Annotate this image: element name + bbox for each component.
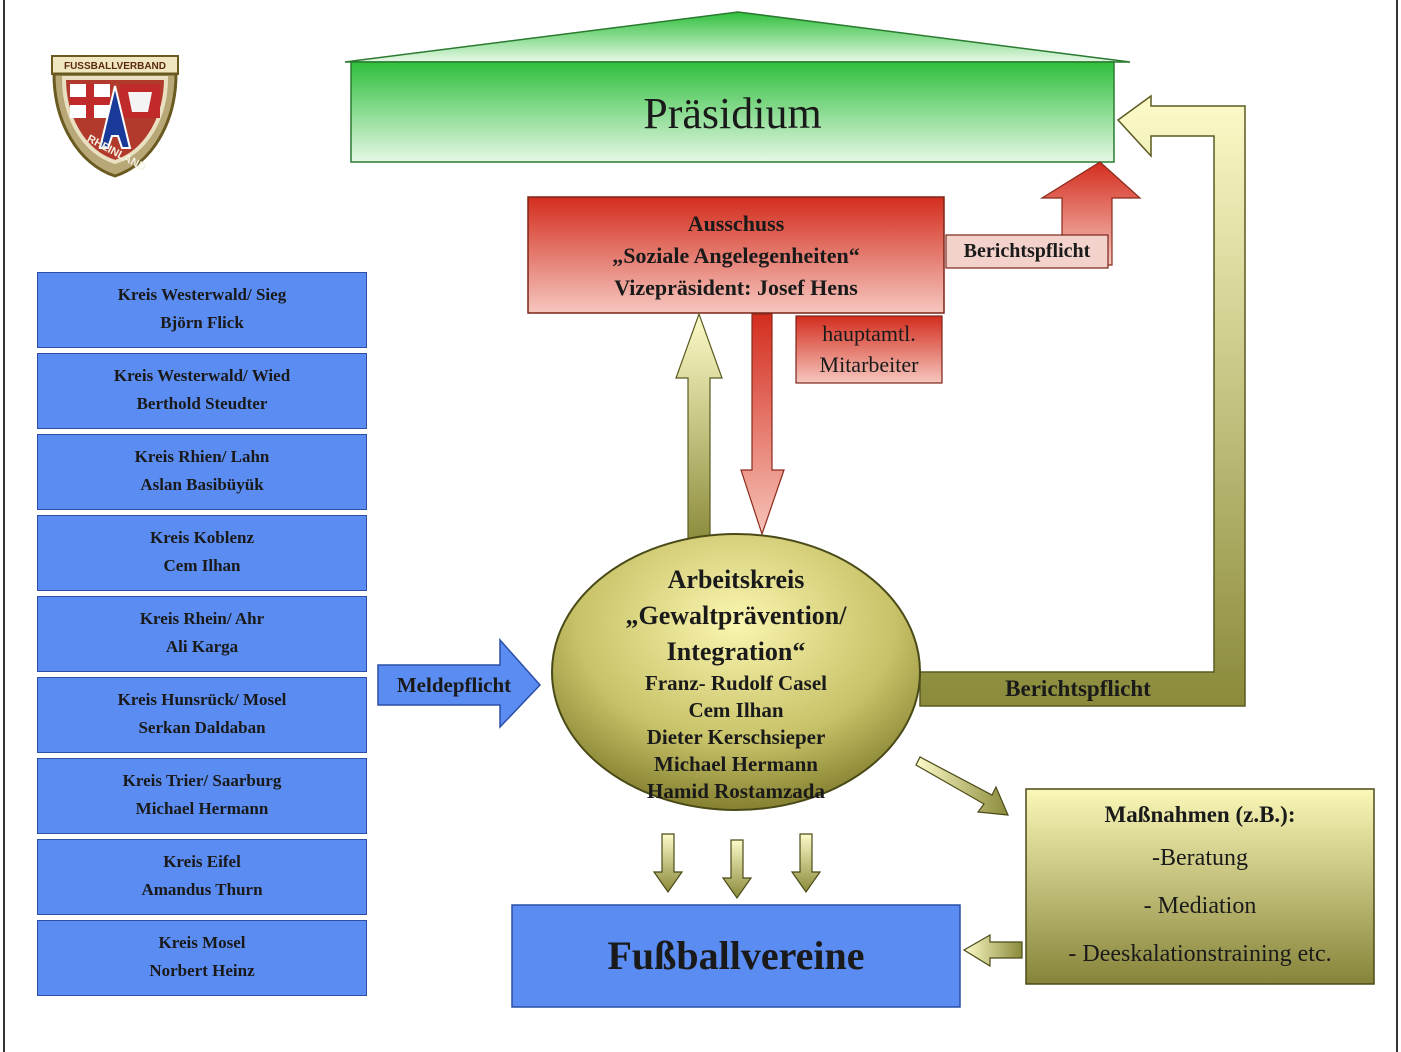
kreis-box: Kreis Trier/ Saarburg Michael Hermann bbox=[37, 758, 367, 834]
weisung-down-arrow bbox=[740, 313, 785, 536]
kreis-person: Michael Hermann bbox=[135, 799, 269, 818]
kreis-name: Kreis Rhein/ Ahr bbox=[139, 609, 265, 628]
hauptamtl-line1: hauptamtl. bbox=[822, 321, 916, 346]
kreis-name: Kreis Westerwald/ Wied bbox=[113, 366, 291, 385]
meldung-up-arrow bbox=[675, 312, 723, 546]
kreis-name: Kreis Trier/ Saarburg bbox=[122, 771, 282, 790]
kreis-person: Serkan Daldaban bbox=[138, 718, 266, 737]
slide-frame bbox=[3, 0, 1398, 1052]
kreis-box: Kreis Mosel Norbert Heinz bbox=[37, 920, 367, 996]
hauptamtl-box bbox=[795, 315, 943, 384]
ausschuss-label: Ausschuss „Soziale Angelegenheiten“ Vize… bbox=[528, 208, 944, 304]
arbeitskreis-title2: „Gewaltprävention/ bbox=[625, 601, 847, 630]
hauptamtl-line2: Mitarbeiter bbox=[819, 352, 919, 377]
kreis-box: Kreis Westerwald/ Wied Berthold Steudter bbox=[37, 353, 367, 429]
arbeitskreis-member: Franz- Rudolf Casel bbox=[645, 671, 827, 695]
praesidium-box bbox=[350, 61, 1115, 163]
ausschuss-line2: „Soziale Angelegenheiten“ bbox=[612, 243, 860, 268]
kreis-name: Kreis Mosel bbox=[158, 933, 246, 952]
kreis-name: Kreis Koblenz bbox=[149, 528, 255, 547]
down-arrow-1 bbox=[652, 833, 684, 894]
kreis-person: Norbert Heinz bbox=[149, 961, 255, 980]
kreis-person: Aslan Basibüyük bbox=[140, 475, 264, 494]
kreis-name: Kreis Rhien/ Lahn bbox=[134, 447, 270, 466]
arbeitskreis-member: Michael Hermann bbox=[654, 752, 818, 776]
kreis-name: Kreis Eifel bbox=[163, 852, 241, 871]
kreis-box: Kreis Rhein/ Ahr Ali Karga bbox=[37, 596, 367, 672]
kreis-person: Berthold Steudter bbox=[136, 394, 268, 413]
praesidium-label: Präsidium bbox=[643, 89, 822, 138]
meldepflicht-label: Meldepflicht bbox=[396, 673, 512, 697]
arbeitskreis-member: Cem Ilhan bbox=[688, 698, 784, 722]
kreis-name: Kreis Hunsrück/ Mosel bbox=[117, 690, 287, 709]
massnahmen-left-arrow bbox=[962, 933, 1023, 968]
fussballverband-logo: FUSSBALLVERBAND RHEINLAND bbox=[51, 55, 179, 178]
kreis-box: Kreis Rhien/ Lahn Aslan Basibüyük bbox=[37, 434, 367, 510]
massnahmen-box bbox=[1025, 788, 1375, 985]
berichtspflicht-top-label: Berichtspflicht bbox=[963, 240, 1091, 262]
fussballvereine-label: Fußballvereine bbox=[607, 933, 865, 978]
kreis-person: Björn Flick bbox=[160, 313, 244, 332]
kreis-box: Kreis Koblenz Cem Ilhan bbox=[37, 515, 367, 591]
massnahmen-label: Maßnahmen (z.B.): -Beratung - Mediation … bbox=[1026, 798, 1374, 978]
kreis-person: Amandus Thurn bbox=[141, 880, 263, 899]
arbeitskreis-ellipse bbox=[551, 533, 921, 811]
berichtspflicht-top-box bbox=[945, 234, 1109, 269]
kreis-box: Kreis Westerwald/ Sieg Björn Flick bbox=[37, 272, 367, 348]
ausschuss-box bbox=[527, 196, 945, 314]
hauptamtl-label: hauptamtl. Mitarbeiter bbox=[796, 318, 942, 380]
kreis-box: Kreis Hunsrück/ Mosel Serkan Daldaban bbox=[37, 677, 367, 753]
massnahmen-title: Maßnahmen (z.B.): bbox=[1104, 802, 1296, 827]
praesidium-roof bbox=[344, 11, 1131, 63]
meldepflicht-arrow bbox=[377, 638, 542, 729]
arbeitskreis-member: Dieter Kerschsieper bbox=[646, 725, 826, 749]
berichtspflicht-right-label: Berichtspflicht bbox=[1005, 676, 1151, 701]
ausschuss-line1: Ausschuss bbox=[687, 211, 785, 236]
massnahmen-item: -Beratung bbox=[1152, 845, 1248, 871]
arbeitskreis-title1: Arbeitskreis bbox=[667, 565, 805, 594]
arbeitskreis-title3: Integration“ bbox=[666, 637, 806, 666]
fussballvereine-box bbox=[511, 904, 961, 1008]
diagonal-arrow bbox=[915, 756, 1009, 816]
massnahmen-item: - Mediation bbox=[1143, 893, 1257, 919]
massnahmen-item: - Deeskalationstraining etc. bbox=[1068, 941, 1332, 967]
kreis-name: Kreis Westerwald/ Sieg bbox=[117, 285, 287, 304]
kreis-box: Kreis Eifel Amandus Thurn bbox=[37, 839, 367, 915]
ausschuss-line3: Vizepräsident: Josef Hens bbox=[614, 275, 858, 300]
kreis-person: Ali Karga bbox=[165, 637, 239, 656]
arbeitskreis-member: Hamid Rostamzada bbox=[647, 779, 825, 803]
down-arrow-3 bbox=[790, 833, 822, 894]
down-arrow-2 bbox=[721, 839, 753, 900]
kreis-person: Cem Ilhan bbox=[163, 556, 241, 575]
logo-top-text: FUSSBALLVERBAND bbox=[64, 61, 166, 72]
berichtspflicht-loop-arrow bbox=[919, 94, 1246, 707]
arbeitskreis-label: Arbeitskreis „Gewaltprävention/ Integrat… bbox=[570, 562, 902, 805]
